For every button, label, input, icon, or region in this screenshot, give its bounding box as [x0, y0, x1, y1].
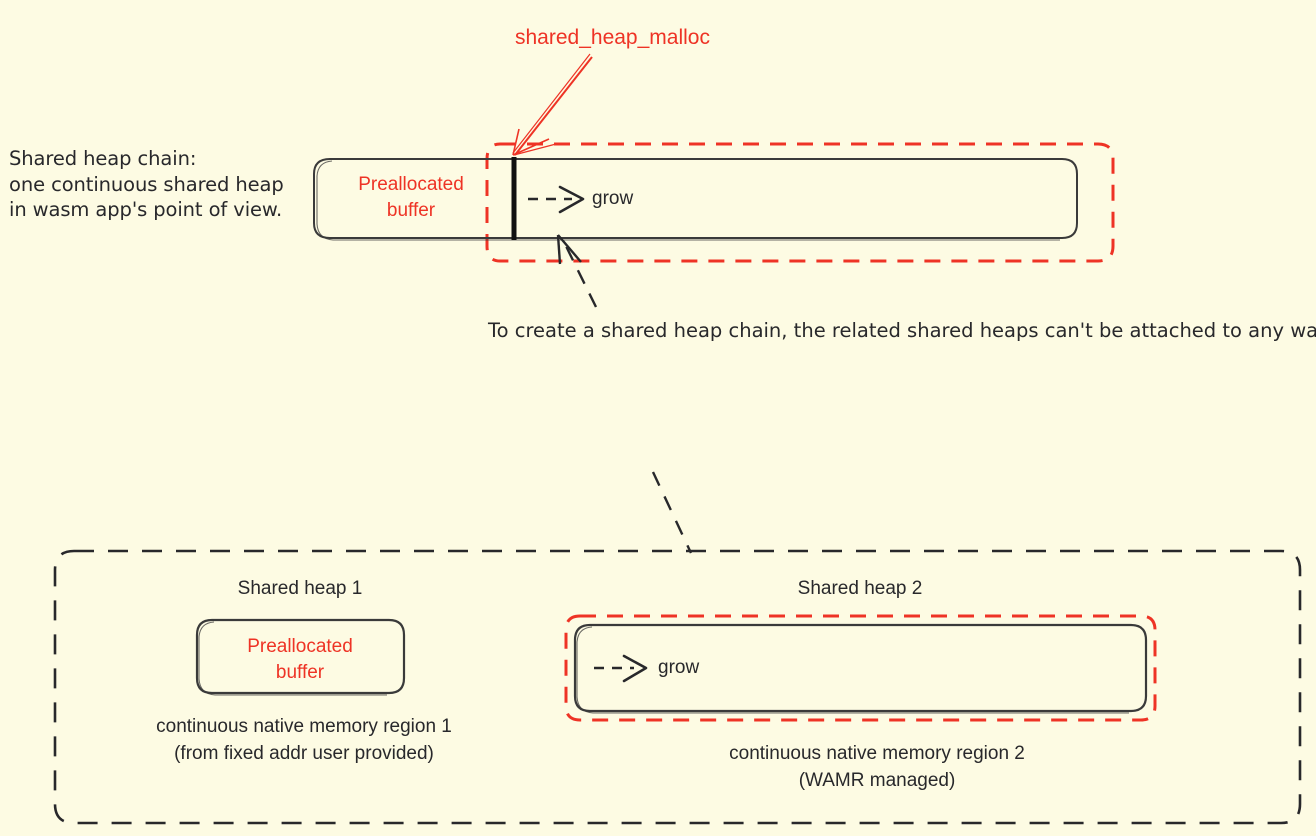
shared-heap-chain-rule-note: To create a shared heap chain, the relat…	[488, 319, 1316, 342]
shared-heap-1-title: Shared heap 1	[237, 578, 363, 599]
heap1-preallocated-buffer-label: Preallocated buffer	[247, 636, 353, 683]
heap2-red-dashed-outline	[564, 614, 1157, 722]
chain-rule-leader-up	[556, 234, 598, 308]
shared-heap-malloc-leader-arrow	[512, 53, 593, 156]
native-memory-region-1-caption: continuous native memory region 1 (from …	[156, 716, 452, 764]
heap2-grow-label: grow	[658, 657, 700, 678]
top-bar-preallocated-buffer-label: Preallocated buffer	[358, 174, 464, 221]
heap2-grow-arrow-icon	[594, 654, 648, 683]
shared-heap-2-title: Shared heap 2	[797, 578, 923, 599]
shared-heap-malloc-label: shared_heap_malloc	[515, 26, 710, 49]
native-memory-region-2-caption: continuous native memory region 2 (WAMR …	[729, 743, 1025, 791]
top-shared-heap-2-dashed-outline	[485, 142, 1115, 263]
top-bar-grow-label: grow	[592, 188, 634, 209]
chain-rule-leader-down	[651, 471, 693, 554]
top-bar-grow-arrow-icon	[528, 185, 585, 214]
shared-heap-chain-note: Shared heap chain: one continuous shared…	[9, 147, 284, 222]
